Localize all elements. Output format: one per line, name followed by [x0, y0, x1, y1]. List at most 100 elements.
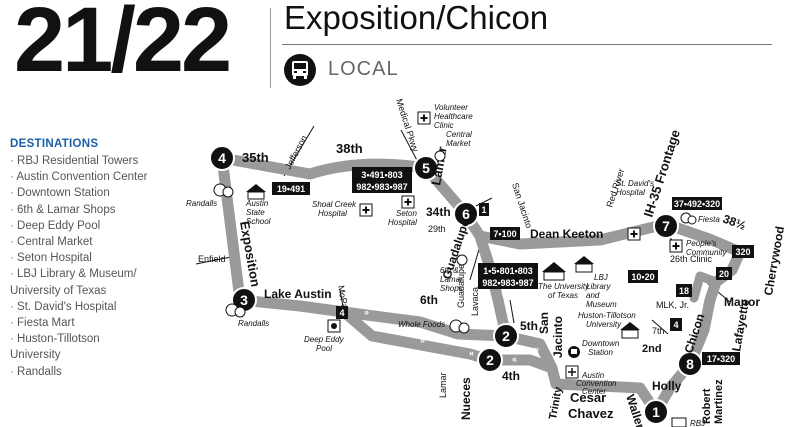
- connection-c2: 3•491•803 982•983•987: [352, 167, 412, 193]
- street-38-half: 38½: [721, 212, 748, 233]
- svg-text:State: State: [246, 208, 265, 217]
- street-35th: 35th: [242, 150, 269, 165]
- svg-text:1: 1: [652, 404, 660, 420]
- street-trinity: Trinity: [547, 385, 565, 420]
- building-icon: [620, 322, 640, 339]
- landmark-6th-lamar-shops: 6th &: [440, 266, 459, 275]
- svg-text:Center: Center: [582, 387, 606, 396]
- street-robert: Robert: [701, 388, 713, 424]
- shopping-bag-icon: [434, 150, 446, 162]
- convention-center-icon: [565, 365, 579, 379]
- street-san-jacinto: San Jacinto: [510, 182, 534, 230]
- building-icon: [542, 262, 566, 281]
- svg-text:37•492•320: 37•492•320: [674, 199, 720, 209]
- timepoint-3: 3: [231, 287, 257, 313]
- timepoint-4: 4: [209, 145, 235, 171]
- svg-text:4: 4: [673, 320, 678, 330]
- hospital-icon: [669, 239, 683, 253]
- svg-text:3: 3: [240, 292, 248, 308]
- street-6th: 6th: [420, 293, 438, 307]
- shopping-bag-icon: [449, 319, 470, 334]
- shopping-bag-icon: [225, 303, 246, 318]
- landmark-downtown-station: Downtown: [582, 339, 620, 348]
- svg-text:320: 320: [735, 247, 750, 257]
- svg-text:Hospital: Hospital: [388, 218, 417, 227]
- shopping-bag-icon: [213, 183, 234, 198]
- landmark-shoal-creek: Shoal Creek: [312, 200, 357, 209]
- svg-text:6: 6: [462, 206, 470, 222]
- street-lake-austin: Lake Austin: [264, 287, 332, 301]
- svg-text:University: University: [586, 320, 622, 329]
- station-icon: [568, 346, 580, 358]
- svg-text:of Texas: of Texas: [548, 291, 578, 300]
- street-38th: 38th: [336, 141, 363, 156]
- street-chavez: Chavez: [568, 406, 614, 421]
- destination-item: Austin Convention Center: [10, 169, 180, 185]
- svg-text:20: 20: [719, 269, 729, 279]
- svg-text:»: »: [364, 307, 369, 317]
- timepoint-1: 1: [643, 399, 669, 425]
- hospital-icon: [417, 111, 431, 125]
- svg-text:5: 5: [422, 160, 430, 176]
- svg-text:Hospital: Hospital: [318, 209, 347, 218]
- destination-item: RBJ Residential Towers: [10, 153, 180, 169]
- connection-c6: 37•492•320: [672, 197, 722, 210]
- landmark-volunteer-clinic: Volunteer: [434, 103, 468, 112]
- landmark-whole-foods: Whole Foods: [398, 320, 445, 329]
- shopping-bag-icon: [456, 254, 468, 266]
- residence-icon: [671, 417, 687, 427]
- street-dean-keeton: Dean Keeton: [530, 227, 603, 241]
- svg-text:10•20: 10•20: [631, 272, 654, 282]
- svg-text:8: 8: [686, 356, 694, 372]
- building-icon: [574, 256, 594, 273]
- destination-item: Central Market: [10, 234, 180, 250]
- destination-item: University: [10, 349, 61, 362]
- destinations-title: DESTINATIONS: [10, 138, 99, 150]
- svg-text:4: 4: [339, 308, 344, 318]
- street-enfield: Enfield: [198, 254, 226, 264]
- street-cherrywood: Cherrywood: [761, 225, 785, 296]
- timepoint-7: 7: [653, 213, 679, 239]
- street-lavaca: Lavaca: [470, 287, 480, 316]
- landmark-labels: Volunteer Healthcare Clinic Central Mark…: [186, 103, 727, 427]
- svg-text:1•5•801•803: 1•5•801•803: [483, 266, 533, 276]
- landmark-huston-tillotson: Huston-Tillotson: [578, 311, 636, 320]
- landmark-randalls-north: Randalls: [186, 199, 217, 208]
- svg-text:»: »: [420, 335, 425, 345]
- landmark-icons: [213, 111, 697, 427]
- connection-c3: 1: [479, 203, 489, 216]
- street-2nd: 2nd: [642, 343, 662, 355]
- landmark-austin-state-school: Austin: [245, 199, 269, 208]
- landmark-rbj: RBJ: [690, 419, 706, 427]
- connection-c10: 18: [676, 284, 692, 297]
- street-san: San: [537, 312, 551, 334]
- destination-item: Fiesta Mart: [10, 315, 180, 331]
- hospital-icon: [627, 227, 641, 241]
- svg-text:982•983•987: 982•983•987: [356, 182, 407, 192]
- street-29th: 29th: [428, 224, 446, 234]
- landmark-ut: The University: [538, 282, 590, 291]
- svg-text:Market: Market: [446, 139, 471, 148]
- destination-item: Randalls: [10, 364, 180, 380]
- connection-c1: 19•491: [272, 182, 310, 195]
- svg-text:2: 2: [486, 352, 494, 368]
- destination-item: Deep Eddy Pool: [10, 218, 180, 234]
- landmark-fiesta: Fiesta: [698, 215, 720, 224]
- landmark-st-davids: St. David's: [616, 179, 654, 188]
- street-guadalupe-2: Guadalupe: [456, 264, 466, 308]
- svg-text:7•100: 7•100: [493, 229, 516, 239]
- landmark-seton: Seton: [396, 209, 417, 218]
- landmark-deep-eddy: Deep Eddy: [304, 335, 345, 344]
- street-medical: Medical Pkwy: [394, 98, 421, 154]
- street-holly: Holly: [652, 379, 682, 393]
- svg-text:2: 2: [502, 328, 510, 344]
- svg-text:7: 7: [662, 218, 670, 234]
- building-icon: [246, 184, 266, 200]
- connection-c8: 10•20: [628, 270, 658, 283]
- landmark-peoples-clinic: People's: [686, 239, 716, 248]
- connection-c11: 4: [336, 306, 348, 319]
- svg-text:982•983•987: 982•983•987: [482, 278, 533, 288]
- svg-text:Convention: Convention: [576, 379, 617, 388]
- svg-text:4: 4: [218, 150, 226, 166]
